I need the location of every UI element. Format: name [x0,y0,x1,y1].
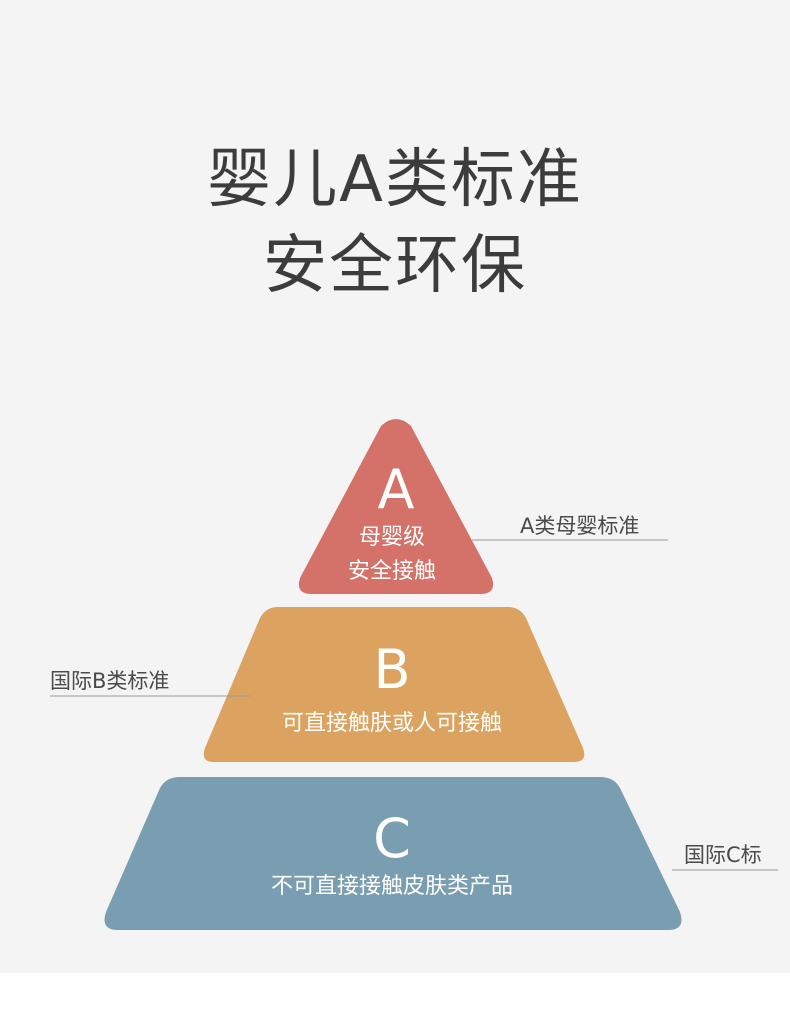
tier-c-shape [104,777,682,930]
tier-b-line-1: 可直接触肤或人可接触 [282,711,502,736]
pyramid-diagram: A 母婴级 安全接触 B 可直接触肤或人可接触 C 不可直接接触皮肤类产品 A类… [50,419,778,930]
tier-c-line-1: 不可直接接触皮肤类产品 [271,874,513,899]
tier-a-line-2: 安全接触 [348,559,436,584]
title-line-2: 安全环保 [263,229,527,303]
tier-c-letter: C [373,807,411,870]
tier-b-letter: B [373,638,410,701]
tier-c: C 不可直接接触皮肤类产品 [104,777,682,930]
tier-a-line-1: 母婴级 [359,525,425,550]
tier-b: B 可直接触肤或人可接触 [203,607,585,762]
tier-a: A 母婴级 安全接触 [298,419,494,594]
callout-c-label: 国际C标 [684,843,762,867]
tier-b-shape [203,607,585,762]
tier-a-letter: A [378,458,415,521]
callout-b-label: 国际B类标准 [50,669,169,693]
title-line-1: 婴儿A类标准 [207,143,583,217]
callout-b: 国际B类标准 [50,669,250,697]
callout-c: 国际C标 [672,843,778,871]
callout-a-label: A类母婴标准 [520,514,639,538]
tier-a-shape [298,419,494,594]
callout-a: A类母婴标准 [472,514,668,541]
